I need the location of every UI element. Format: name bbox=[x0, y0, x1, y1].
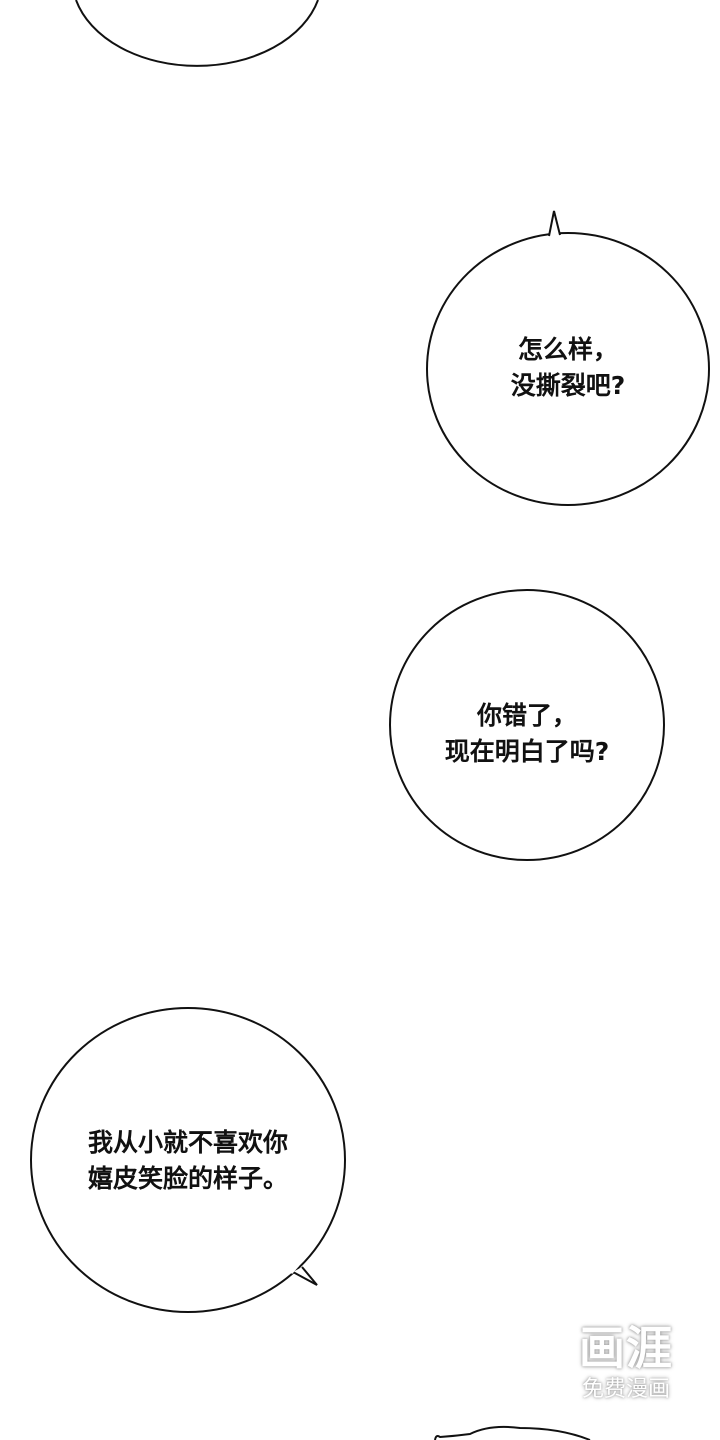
speech-bubble-top-partial bbox=[75, 0, 319, 67]
bubble-3-text: 我从小就不喜欢你 嬉皮笑脸的样子。 bbox=[58, 1125, 318, 1197]
watermark: 画涯 免费漫画 bbox=[566, 1320, 686, 1404]
bubble-1-text: 怎么样， 没撕裂吧? bbox=[468, 332, 668, 404]
speech-bubble-bottom-partial bbox=[434, 1425, 591, 1440]
bubble-1-line-2: 没撕裂吧? bbox=[510, 371, 626, 400]
bubble-2-line-2: 现在明白了吗? bbox=[444, 737, 610, 766]
bubble-3-line-2: 嬉皮笑脸的样子。 bbox=[87, 1164, 288, 1193]
watermark-subtitle: 免费漫画 bbox=[581, 1377, 670, 1402]
bubble-3-line-1: 我从小就不喜欢你 bbox=[87, 1128, 288, 1157]
bubble-2-line-1: 你错了， bbox=[476, 701, 577, 730]
speech-bubble-2 bbox=[389, 589, 665, 861]
speech-bubble-3 bbox=[30, 1007, 346, 1313]
speech-bubble-1 bbox=[426, 210, 710, 506]
bubble-2-text: 你错了， 现在明白了吗? bbox=[417, 698, 637, 770]
watermark-logo: 画涯 bbox=[579, 1321, 673, 1375]
bubble-1-line-1: 怎么样， bbox=[517, 335, 618, 364]
